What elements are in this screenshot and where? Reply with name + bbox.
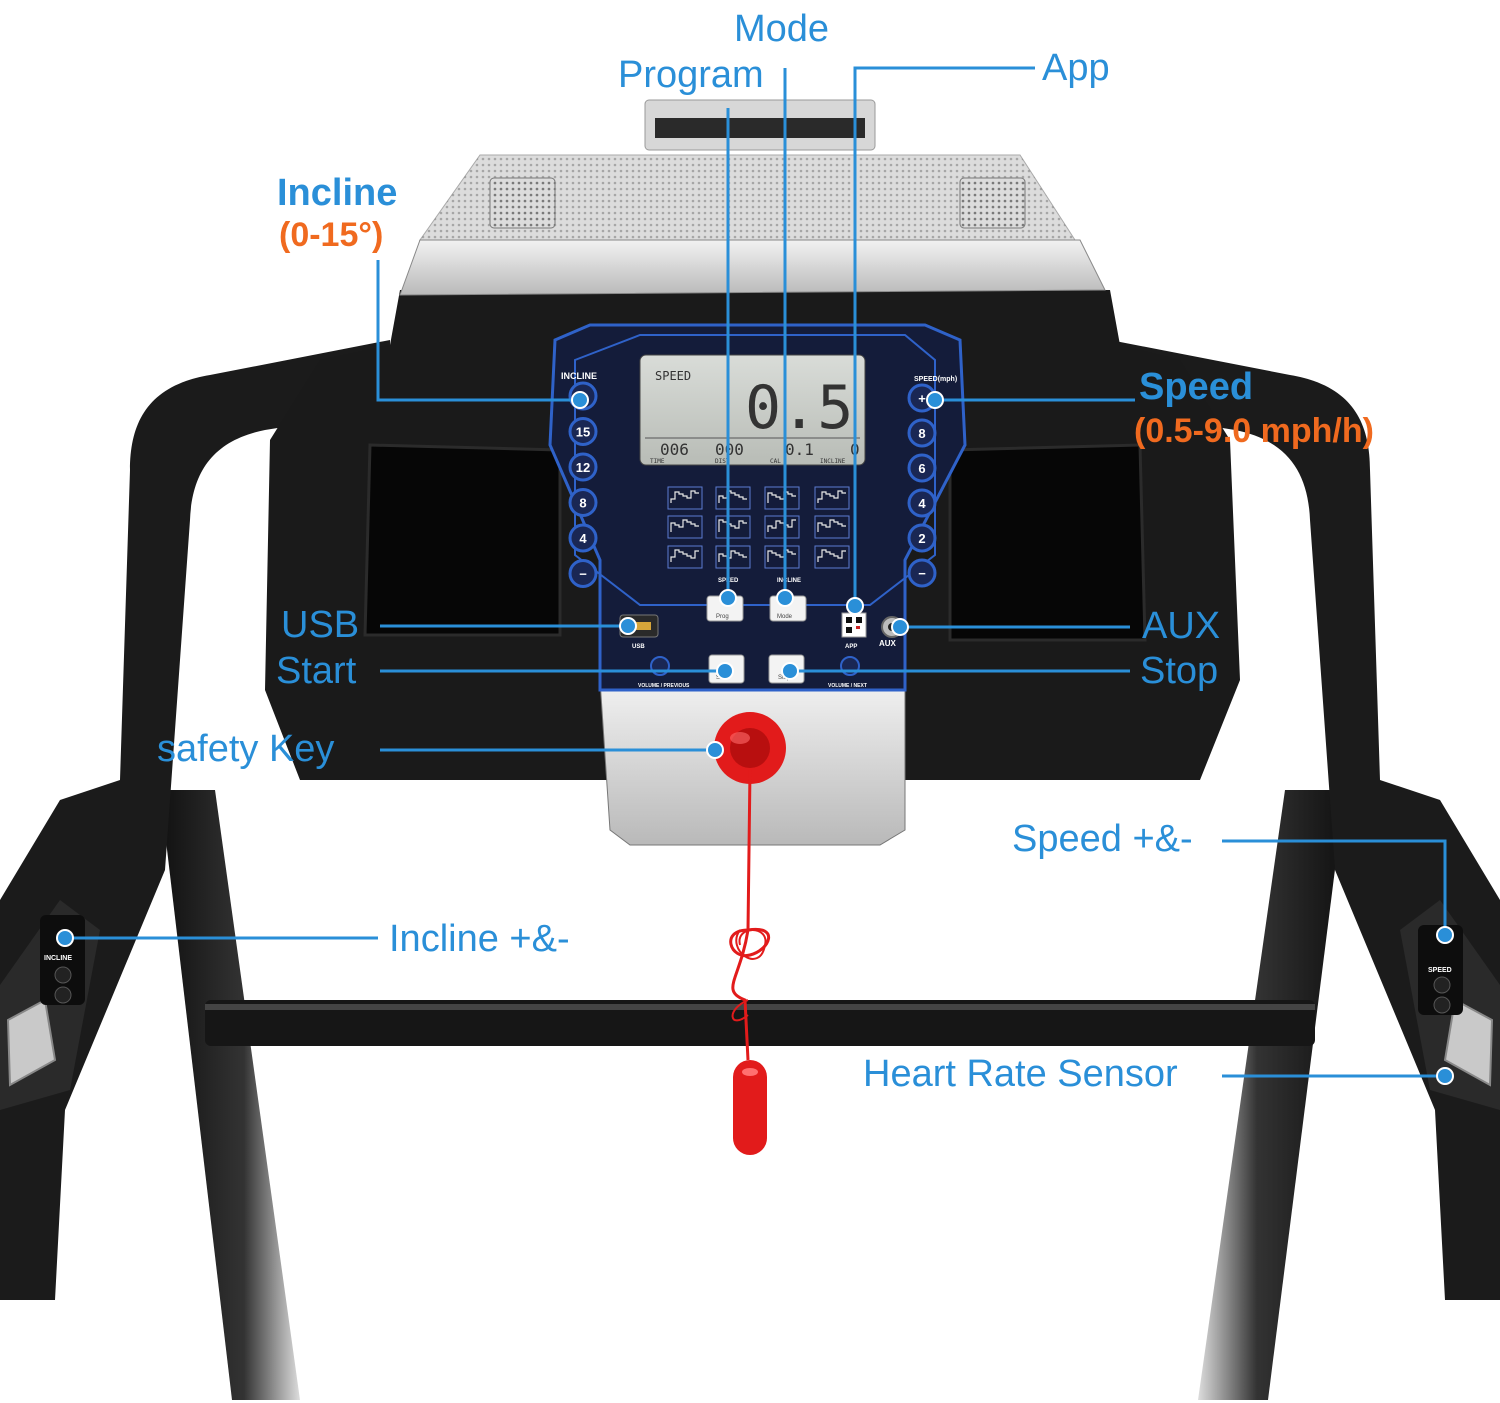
app-label: APP [845,644,857,650]
program-profile-icon [715,515,751,539]
incline-column-header: INCLINE [561,371,597,381]
lcd-sublabel-time: TIME [650,458,665,465]
mode-button-label: Mode [777,614,793,620]
program-profile-icon [667,515,703,539]
prog-button-label: Prog [716,614,729,620]
speed-button-5[interactable] [907,558,937,588]
incline-callout-range: (0-15°) [279,216,384,254]
speed-button-label: 8 [918,426,925,441]
program-profile-icon [667,486,703,510]
start-callout: Start [276,650,357,692]
left-grip-label: INCLINE [44,955,72,962]
incline-button-4[interactable] [568,523,598,553]
incline-button-label: 8 [579,496,586,511]
aux-port-label: AUX [879,639,897,648]
safety-key-cord [729,769,771,1061]
lcd-readout-cal: 0.1 [785,440,814,459]
incline-button-label: 4 [579,531,587,546]
right-storage-tray [948,443,1147,642]
speed-button-label: 6 [918,461,925,476]
left-heart-rate-pad [6,998,57,1087]
speed-button-3[interactable] [907,488,937,518]
speed-button-label: 4 [918,496,926,511]
right-grip-label: SPEED [1428,967,1452,974]
aux-callout: AUX [1142,605,1221,647]
speed-column-header: SPEED(mph) [914,376,957,383]
program-profile-icon [715,486,751,510]
volume-previous-label: VOLUME / PREVIOUS [638,683,690,689]
speed-callout-title: Speed [1139,366,1254,408]
heart-rate-sensor-callout: Heart Rate Sensor [863,1053,1178,1095]
speed-button-2[interactable] [907,453,937,483]
safety-key-callout: safety Key [157,728,335,770]
incline-button-2[interactable] [568,452,598,482]
incline-callout-title: Incline [277,172,398,214]
mode-callout: Mode [734,8,830,50]
program-profile-icon [814,545,850,569]
volume-next-label: VOLUME / NEXT [828,683,867,689]
speed-button-label: − [918,566,926,581]
usb-port-label: USB [632,644,645,650]
lcd-main-value: 0.5 [745,373,853,443]
program-profile-icon [814,486,850,510]
left-upright [160,790,300,1400]
right-speaker-grille [959,177,1026,229]
incline-button-1[interactable] [568,417,598,446]
incline-button-5[interactable] [568,559,598,588]
program-callout: Program [618,54,764,96]
lcd-readout-time: 006 [660,440,689,459]
speed-button-label: 2 [918,531,925,546]
lcd-sublabel-dist: DIST [715,458,730,465]
left-storage-tray [363,443,562,637]
incline-button-label: 12 [576,460,590,475]
left-handlebar [0,340,390,1300]
program-profile-icon [667,545,703,569]
speed-callout-range: (0.5-9.0 mph/h) [1134,412,1374,450]
right-heart-rate-pad [1443,998,1494,1087]
incline-button-label: 15 [576,425,590,440]
program-profile-icon [715,545,751,569]
callout-leader-lines [65,66,1447,1078]
right-handlebar [1110,340,1500,1300]
incline-divider-label: INCLINE [777,578,801,584]
incline-button-3[interactable] [568,488,598,517]
lcd-sublabel-cal: CAL [770,458,781,465]
speed-button-4[interactable] [907,523,937,553]
usb-callout: USB [281,604,360,646]
program-profile-icon [814,515,850,539]
speed-plus-minus-callout: Speed +&- [1012,818,1193,860]
right-upright [1198,790,1345,1400]
speed-button-label: + [918,391,926,406]
callout-anchor-dots [56,391,1454,1085]
program-profile-icon [764,486,800,510]
lcd-main-label: SPEED [655,369,691,383]
lcd-sublabel-incline: INCLINE [820,458,846,465]
app-callout: App [1042,47,1110,89]
program-profile-icon [764,515,800,539]
incline-plus-minus-callout: Incline +&- [389,918,570,960]
speed-button-1[interactable] [907,418,937,448]
incline-button-label: − [579,567,587,582]
app-qr-code[interactable] [841,612,867,638]
program-icon-grid [667,486,850,569]
crossbar [205,1000,1315,1046]
stop-callout: Stop [1140,650,1219,692]
safety-key-clip [733,1060,767,1155]
left-speaker-grille [489,177,556,229]
